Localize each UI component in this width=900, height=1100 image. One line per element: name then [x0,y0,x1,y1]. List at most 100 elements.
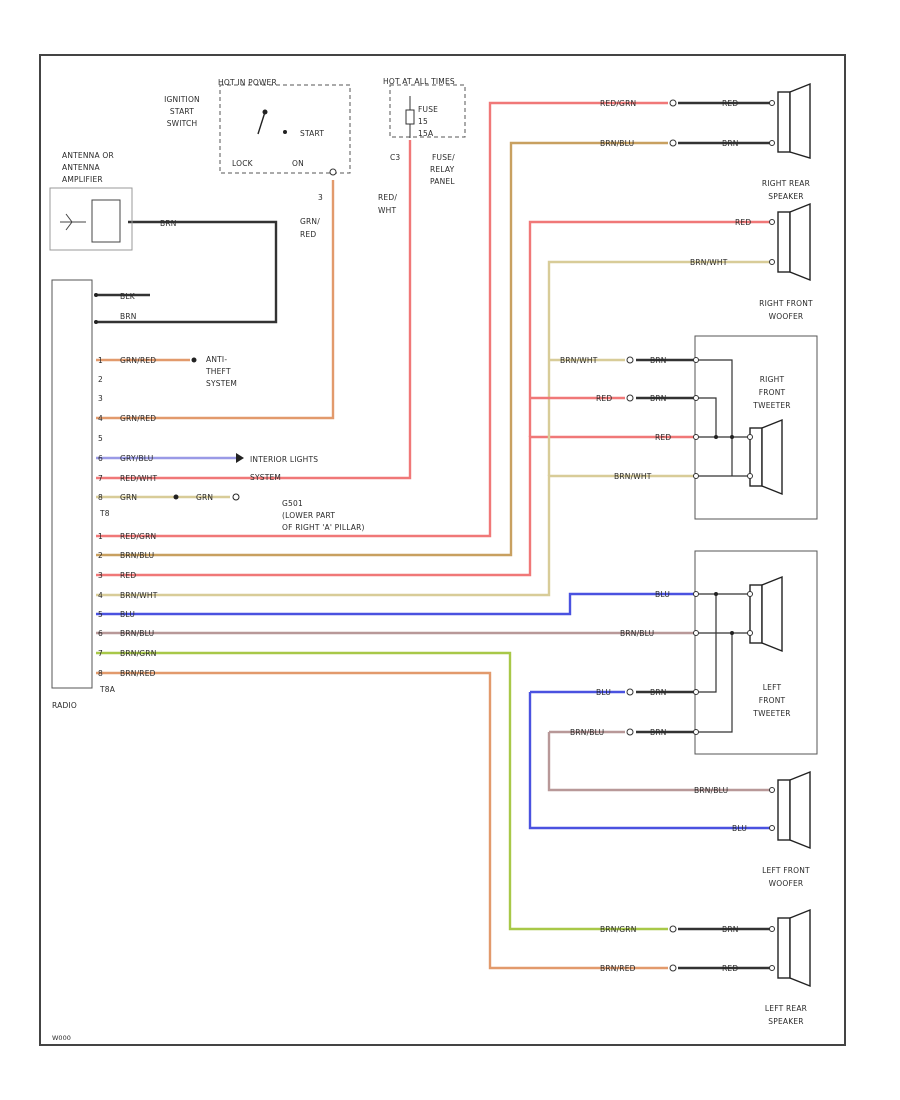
wire-label-lft-blu2: BLU [596,688,611,697]
hot-at-all-times-label: HOT AT ALL TIMES [383,77,455,86]
wire-label-brn-wht: BRN/WHT [120,591,158,600]
t8a-pin-2: 2 [98,551,103,560]
wire-fuse-feed [96,140,412,480]
lfw-label-1: LEFT FRONT [762,866,810,875]
wire-label-lr-red: RED [722,964,738,973]
wire-label-brn-blu: BRN/BLU [120,551,154,560]
fuse-amp: 15A [418,129,434,138]
t8-pin-3: 3 [98,394,103,403]
radio-label: RADIO [52,701,77,710]
rft-label-3: TWEETER [752,401,790,410]
wire-label-red-wht: RED/WHT [120,474,158,483]
wire-lfw-plus [528,692,770,830]
wire-label-rft-red: RED [596,394,612,403]
left-rear-speaker: BRN/GRN BRN BRN/RED RED LEFT REAR SPEAKE… [600,908,811,1026]
wire-label-radio-blk: BLK [120,292,136,301]
ground-label-3: OF RIGHT 'A' PILLAR) [282,523,365,532]
wire-label-rft-brn-wht: BRN/WHT [560,356,598,365]
anti-theft-label-1: ANTI- [206,355,227,364]
lfw-label-2: WOOFER [769,879,804,888]
wire-label-gry-blu: GRY/BLU [120,454,154,463]
t8a-pin-5: 5 [98,610,103,619]
wire-label-lfw-blu: BLU [732,824,747,833]
ignition-label-1: IGNITION [164,95,200,104]
ignition-switch: HOT IN POWER IGNITION START SWITCH START… [164,78,351,239]
wire-rfw-plus [528,220,770,437]
wire-label-red-grn: RED/GRN [120,532,156,541]
t8a-pin-1: 1 [98,532,103,541]
wire-label-lr-brn-red: BRN/RED [600,964,636,973]
wire-antenna-brn [96,220,278,324]
wire-label-antenna-brn: BRN [160,219,177,228]
wire-label-rft-red2: RED [655,433,671,442]
ignition-label-2: START [170,107,194,116]
lr-label-1: LEFT REAR [765,1004,807,1013]
fuse-panel-label-1: FUSE/ [432,153,455,162]
right-rear-speaker: RED/GRN RED BRN/BLU BRN RIGHT REAR SPEAK… [600,82,811,201]
wire-lr-plus [96,651,668,931]
wire-rf-minus [96,474,695,597]
wire-label-rfw-red: RED [735,218,751,227]
ground-g501: G501 (LOWER PART OF RIGHT 'A' PILLAR) [173,493,365,532]
rr-label-2: SPEAKER [768,192,803,201]
wire-label-lft-brn-blu: BRN/BLU [620,629,654,638]
wire-label-ign-red: RED [300,230,316,239]
ignition-label-3: SWITCH [167,119,198,128]
c3-label: C3 [390,153,400,162]
anti-theft-label-3: SYSTEM [206,379,237,388]
t8a-pin-6: 6 [98,629,103,638]
antenna-label-2: ANTENNA [62,163,100,172]
wire-rr-plus [96,101,668,538]
lr-label-2: SPEAKER [768,1017,803,1026]
hot-in-power-label: HOT IN POWER [218,78,277,87]
lft-label-2: FRONT [759,696,786,705]
wire-label-lfw-brn-blu: BRN/BLU [694,786,728,795]
wire-label-grn1: GRN [120,493,137,502]
anti-theft-system: ANTI- THEFT SYSTEM [191,355,237,388]
wire-ignition-feed [96,180,335,420]
t8a-pin-3: 3 [98,571,103,580]
t8a-label: T8A [99,685,116,694]
diagram-frame [39,54,846,1046]
t8a-pin-8: 8 [98,669,103,678]
t8-label: T8 [99,509,110,518]
wire-label-grn2: GRN [196,493,213,502]
t8a-pin-7: 7 [98,649,103,658]
wire-label-ign-grn: GRN/ [300,217,320,226]
wire-rr-minus [96,141,668,557]
wire-lf-plus [96,592,695,616]
t8a-pin-4: 4 [98,591,103,600]
t8-pin-6: 6 [98,454,103,463]
rft-label-2: FRONT [759,388,786,397]
wire-label-grn-red-ign: GRN/RED [120,414,156,423]
wire-lr-minus [96,671,668,970]
wire-label-rr-red: RED [722,99,738,108]
wire-label-grn-red-ant: GRN/RED [120,356,156,365]
fuse-relay-panel: HOT AT ALL TIMES FUSE 15 15A C3 FUSE/ RE… [378,77,466,215]
interior-lights-system: INTERIOR LIGHTS SYSTEM [236,453,318,482]
left-front-tweeter: BLU BRN/BLU BLU BRN BRN/BLU BRN LEFT FRO… [570,550,818,755]
right-front-woofer: RED BRN/WHT RIGHT FRONT WOOFER [690,202,813,321]
interior-lights-label-1: INTERIOR LIGHTS [250,455,318,464]
rr-label-1: RIGHT REAR [762,179,810,188]
t8-pin-8: 8 [98,493,103,502]
t8-pin-1: 1 [98,356,103,365]
antenna-amplifier: ANTENNA OR ANTENNA AMPLIFIER BRN [49,151,177,251]
t8-pin-7: 7 [98,474,103,483]
wire-label-brn-red: BRN/RED [120,669,156,678]
wire-label-rft-brn: BRN [650,356,667,365]
right-front-tweeter: BRN/WHT BRN RED BRN RED BRN/WHT RIGHT FR… [560,335,818,520]
t8-pin-2: 2 [98,375,103,384]
wire-label-rr-red-grn: RED/GRN [600,99,636,108]
ground-label-2: (LOWER PART [282,511,335,520]
wire-label-rft-brn-wht2: BRN/WHT [614,472,652,481]
fuse-panel-label-3: PANEL [430,177,455,186]
left-front-woofer: BRN/BLU BLU LEFT FRONT WOOFER [694,770,811,888]
wire-label-lft-brn2: BRN [650,728,667,737]
wire-label-radio-brn: BRN [120,312,137,321]
wire-label-rfw-brn-wht: BRN/WHT [690,258,728,267]
anti-theft-label-2: THEFT [205,367,231,376]
wire-label-rr-brn-blu: BRN/BLU [600,139,634,148]
wire-label-lr-brn-grn: BRN/GRN [600,925,637,934]
